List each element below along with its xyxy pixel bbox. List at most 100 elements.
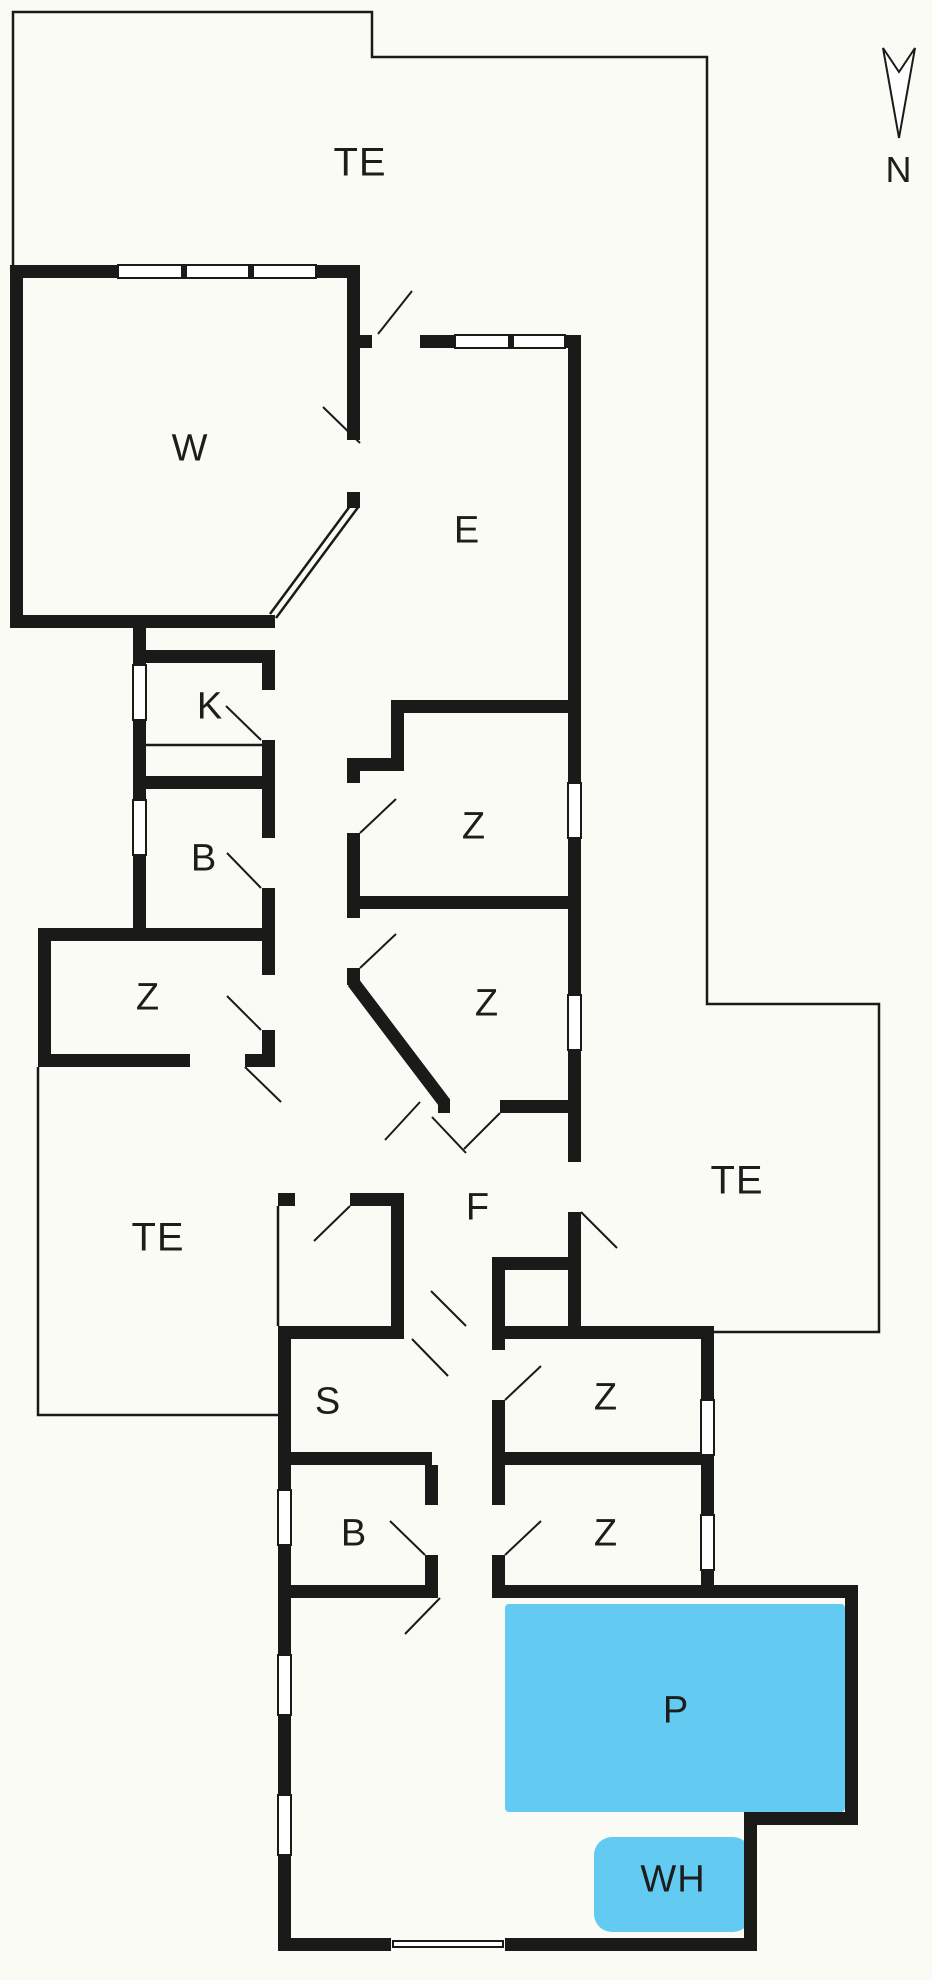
- door-swing: [463, 1112, 501, 1150]
- glass-line: [268, 501, 355, 615]
- north-arrow-icon: [882, 47, 916, 139]
- wall: [38, 928, 275, 941]
- door-swing: [430, 1290, 467, 1327]
- door-swing: [377, 290, 413, 335]
- door-gap: [346, 918, 361, 968]
- room-label-bedroom-mid-upper: Z: [461, 805, 487, 848]
- wall: [347, 896, 581, 909]
- door-swings: [225, 290, 618, 1635]
- room-label-bathroom-1: B: [190, 837, 218, 880]
- window: [277, 1489, 292, 1546]
- door-gap: [491, 1350, 506, 1400]
- room-label-bedroom-lower-2: Z: [593, 1512, 619, 1555]
- door-gap: [261, 975, 276, 1030]
- window: [277, 1794, 292, 1856]
- window-mullions: [181, 265, 514, 348]
- window: [700, 1514, 715, 1571]
- window: [132, 799, 147, 856]
- door-swing: [244, 1066, 282, 1103]
- window-mullion: [508, 335, 514, 348]
- room-label-dining-room: E: [453, 509, 481, 552]
- wall: [347, 758, 404, 771]
- room-label-pool: P: [662, 1689, 690, 1732]
- wall-diagonal: [347, 978, 453, 1110]
- wall: [10, 615, 275, 628]
- whirlpool-area: [594, 1837, 751, 1932]
- door-swing: [313, 1205, 351, 1242]
- door-gap: [450, 1099, 500, 1114]
- glass-line: [274, 505, 361, 619]
- room-label-bedroom-lower-1: Z: [593, 1376, 619, 1419]
- wall: [10, 265, 23, 628]
- window-mullion: [181, 265, 187, 278]
- wall: [744, 1812, 757, 1951]
- north-arrow: [882, 47, 916, 139]
- compass-north-label: N: [885, 149, 913, 190]
- wall: [278, 1938, 757, 1951]
- water-areas: [505, 1604, 845, 1932]
- door-swing: [504, 1520, 542, 1556]
- patio-door: [392, 1940, 504, 1948]
- door-swing: [389, 1520, 426, 1556]
- wall: [505, 1326, 714, 1339]
- room-label-sauna: S: [314, 1380, 342, 1423]
- door-gap: [567, 1162, 582, 1212]
- window: [567, 782, 582, 839]
- window: [700, 1399, 715, 1456]
- door-gap: [261, 838, 276, 888]
- door-swing: [384, 1101, 421, 1141]
- window: [567, 994, 582, 1051]
- door-swing: [226, 852, 262, 889]
- wall: [278, 1326, 291, 1951]
- door-gap: [491, 1505, 506, 1555]
- room-label-living-room: W: [171, 427, 209, 470]
- wall: [347, 265, 360, 440]
- door-swing: [225, 705, 262, 741]
- wall: [391, 1193, 404, 1339]
- room-label-bedroom-mid-lower: Z: [474, 982, 500, 1025]
- wall: [278, 1585, 432, 1598]
- door-swing: [359, 933, 397, 969]
- wall: [498, 1585, 858, 1598]
- window: [117, 264, 317, 279]
- wall: [278, 1326, 404, 1339]
- wall: [492, 1257, 581, 1270]
- glass-partition: [146, 501, 361, 747]
- door-swing: [322, 406, 361, 444]
- room-label-terrace-left: TE: [131, 1215, 185, 1260]
- door-gap: [346, 783, 361, 833]
- wall: [391, 700, 581, 713]
- wall: [278, 1452, 432, 1465]
- door-swing: [404, 1597, 441, 1635]
- door-openings: [190, 334, 582, 1952]
- door-swing: [504, 1365, 542, 1401]
- room-label-terrace-top: TE: [333, 140, 387, 185]
- room-label-bathroom-2: B: [340, 1512, 368, 1555]
- wall: [498, 1452, 714, 1465]
- wall: [38, 928, 51, 1067]
- door-gap: [372, 334, 420, 349]
- window: [132, 664, 147, 721]
- door-swing: [411, 1338, 449, 1377]
- terrace-top-edge: [11, 10, 881, 1334]
- room-label-whirlpool: WH: [640, 1858, 706, 1901]
- room-label-terrace-right: TE: [710, 1158, 764, 1203]
- door-swing: [226, 995, 262, 1031]
- wall: [845, 1585, 858, 1825]
- terrace-outlines: [11, 10, 881, 1417]
- terrace-left-edge: [36, 1067, 278, 1417]
- door-gap: [261, 690, 276, 740]
- window: [277, 1654, 292, 1716]
- wall: [133, 776, 275, 789]
- door-gap: [190, 1053, 245, 1068]
- door-gap: [295, 1192, 350, 1207]
- door-swing: [431, 1116, 467, 1154]
- pool-area: [505, 1604, 845, 1812]
- wall: [133, 650, 275, 663]
- door-swing: [359, 798, 397, 834]
- door-gap: [424, 1505, 439, 1555]
- wall: [391, 700, 404, 771]
- room-label-hallway: F: [465, 1186, 491, 1229]
- door-gap: [346, 440, 361, 492]
